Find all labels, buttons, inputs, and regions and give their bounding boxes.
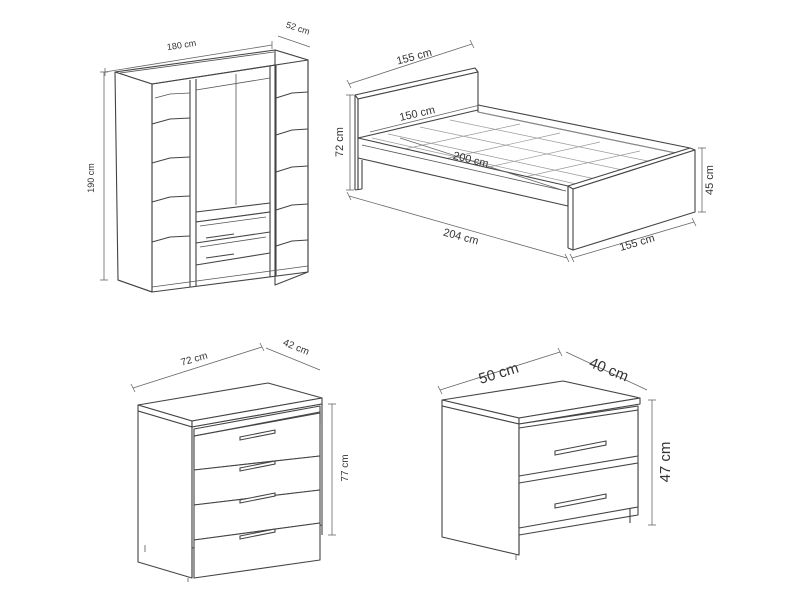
wardrobe-left-shelves — [151, 92, 191, 243]
bed-drawing — [354, 67, 696, 251]
dresser-drawing — [137, 382, 323, 582]
dresser-handles — [239, 429, 276, 540]
nightstand-drawers — [518, 409, 639, 529]
wardrobe-height-label: 190 cm — [86, 163, 96, 193]
dresser-depth-label: 42 cm — [281, 337, 310, 357]
dresser-height-label: 77 cm — [340, 454, 351, 481]
wardrobe-width-label: 180 cm — [166, 38, 197, 52]
nightstand-drawing — [441, 380, 641, 560]
bed-footboard-height-label: 45 cm — [704, 165, 716, 195]
bed-slats — [371, 111, 691, 187]
dresser-width-label: 72 cm — [180, 351, 209, 369]
bed-dimension-lines — [346, 39, 706, 263]
nightstand-handles — [554, 440, 607, 509]
nightstand-depth-label: 40 cm — [587, 354, 631, 385]
nightstand-dimension-lines — [437, 347, 656, 526]
nightstand-width-label: 50 cm — [477, 360, 521, 388]
wardrobe-depth-label: 52 cm — [285, 20, 311, 37]
wardrobe-drawing — [114, 49, 309, 293]
bed-headboard-width-label: 155 cm — [395, 47, 433, 68]
bed-footboard-width-label: 155 cm — [618, 232, 656, 253]
bed-total-length-label: 204 cm — [442, 227, 480, 248]
wardrobe-dimension-lines — [100, 35, 311, 281]
nightstand-height-label: 47 cm — [657, 442, 674, 483]
bed-headboard-height-label: 72 cm — [334, 127, 346, 157]
wardrobe-right-shelves — [275, 91, 309, 247]
dresser-dimension-lines — [130, 342, 336, 536]
dresser-drawers — [193, 405, 321, 579]
wardrobe-drawer-unit — [195, 202, 271, 266]
